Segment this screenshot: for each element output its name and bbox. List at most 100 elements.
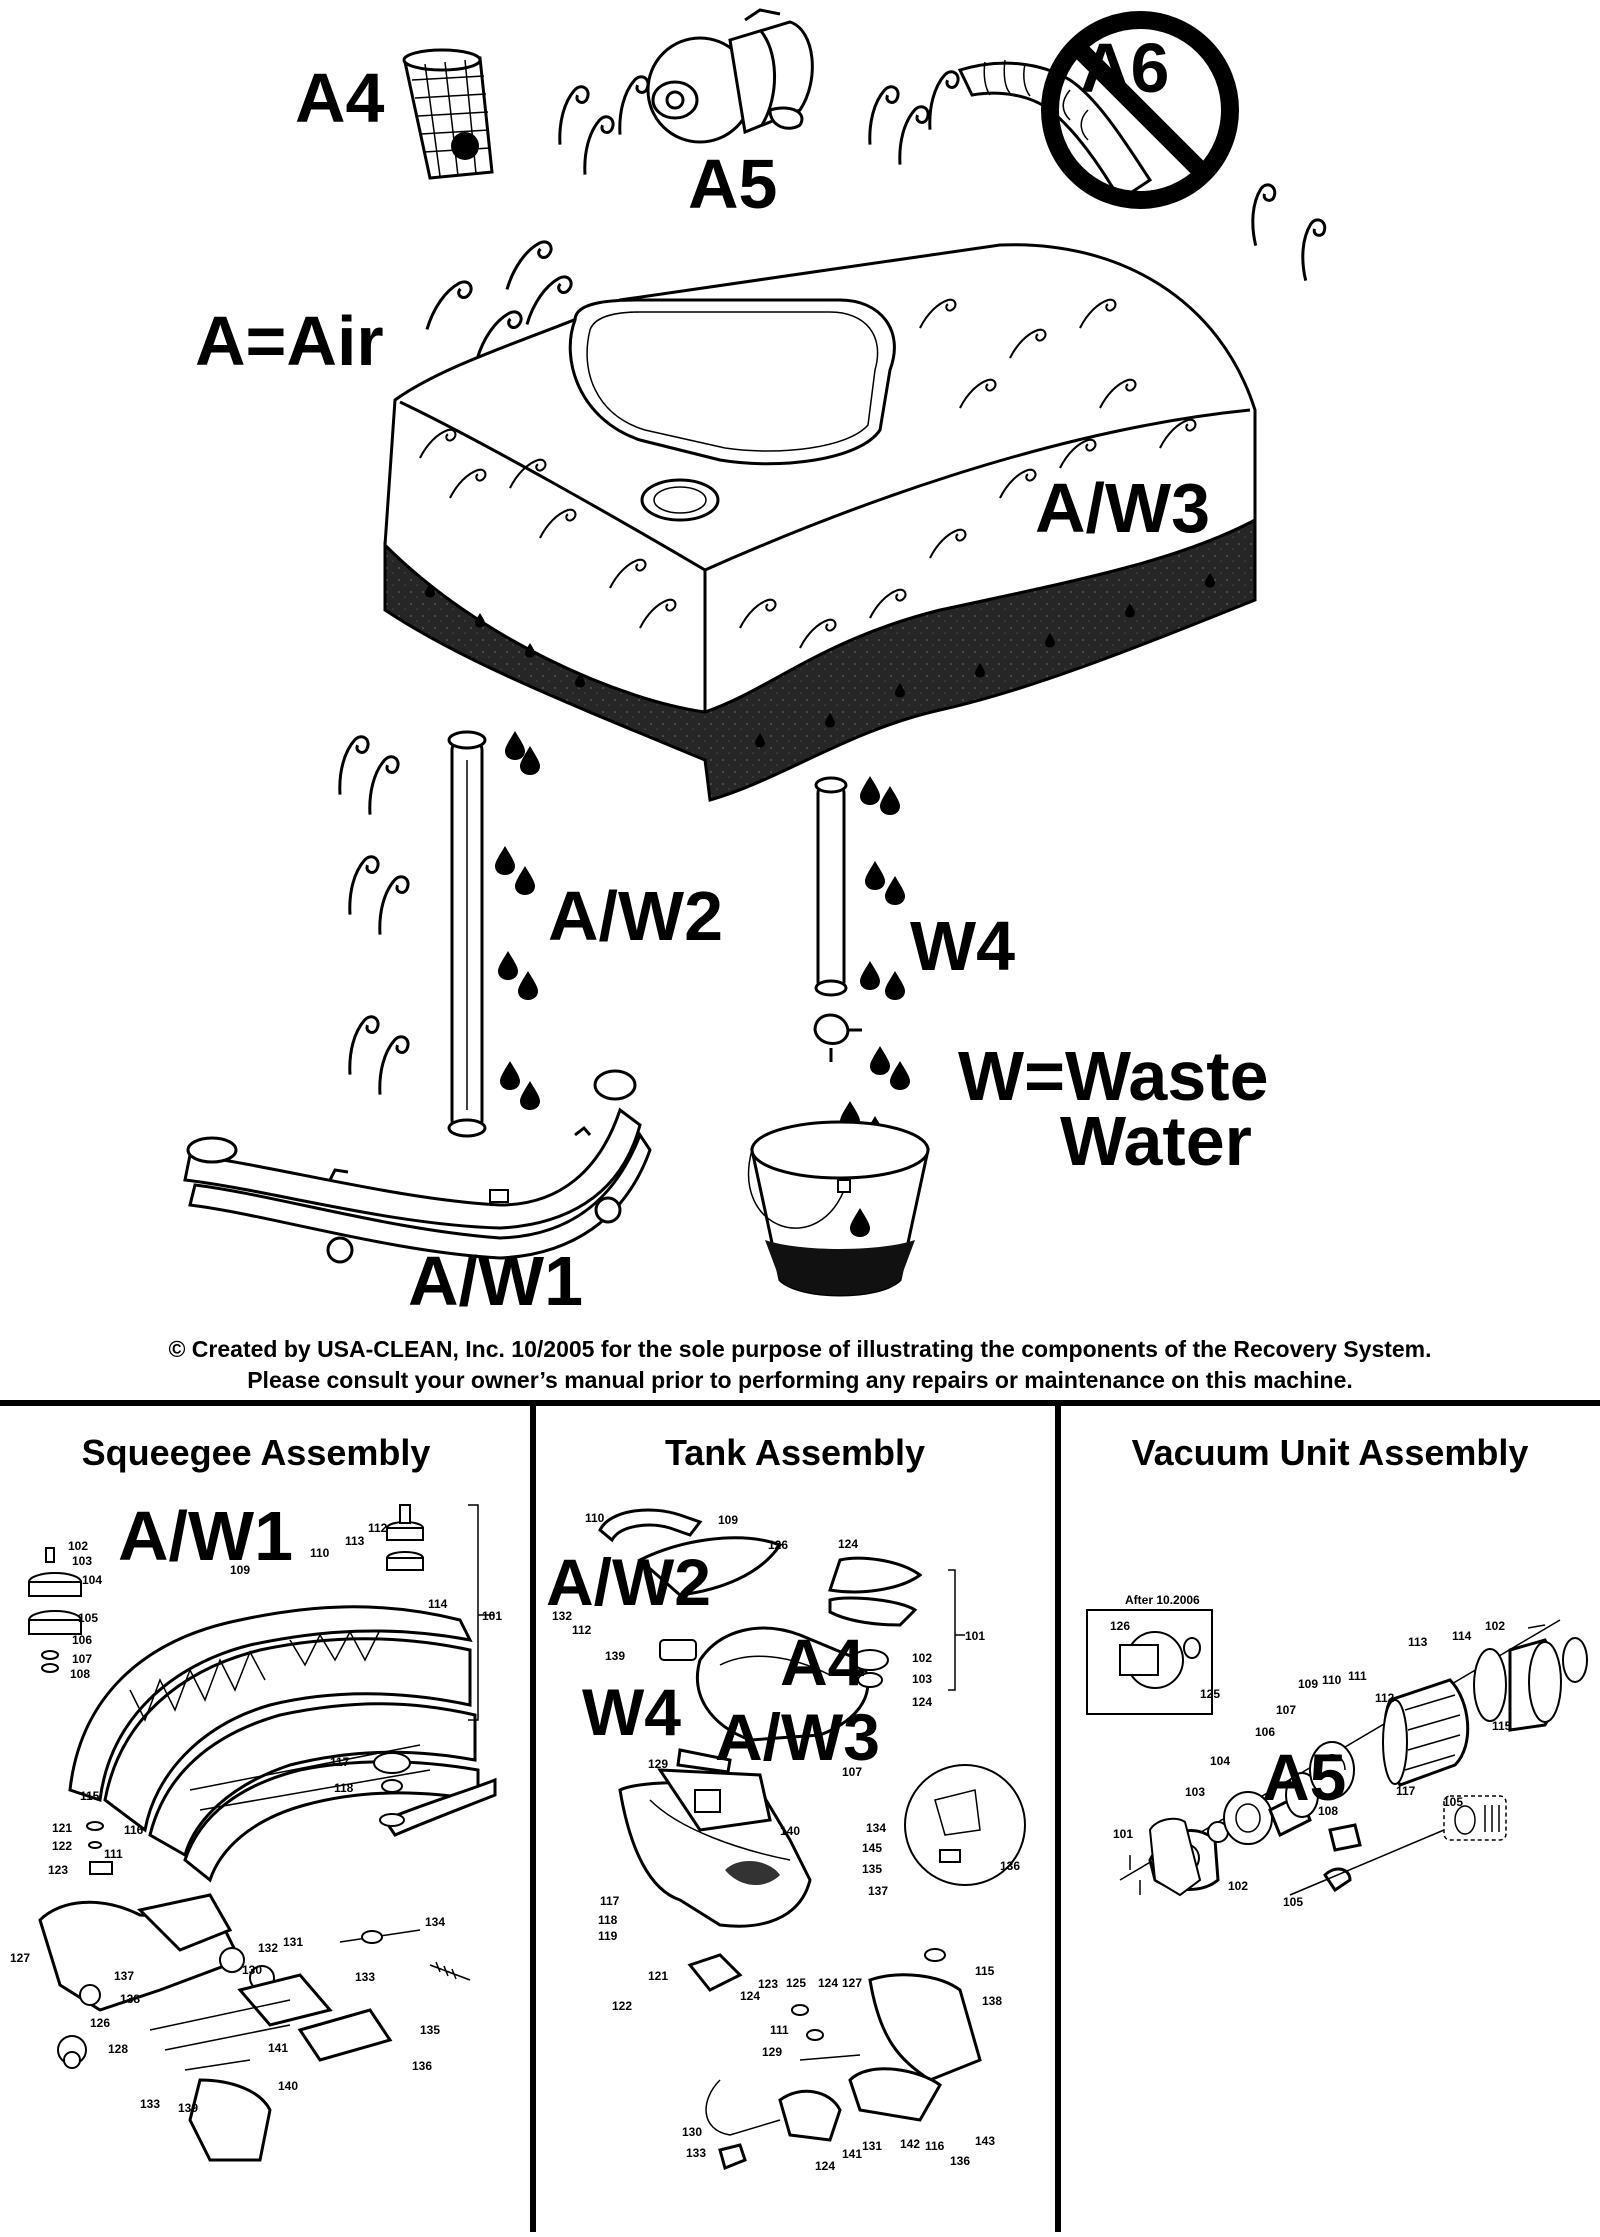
callout-127: 127 xyxy=(10,1951,30,1965)
squeegee-title: Squeegee Assembly xyxy=(82,1432,431,1473)
callout-112: 112 xyxy=(572,1623,592,1637)
label-a4: A4 xyxy=(295,59,385,137)
callout-105a: 105 xyxy=(1443,1795,1463,1809)
callout-141: 141 xyxy=(842,2147,862,2161)
callout-111: 111 xyxy=(770,2023,789,2037)
callout-129b: 129 xyxy=(762,2045,782,2059)
callout-131: 131 xyxy=(283,1935,303,1949)
callout-115: 115 xyxy=(80,1789,100,1803)
squeegee-icon xyxy=(183,1069,652,1264)
callout-105: 105 xyxy=(78,1611,98,1625)
callout-137: 137 xyxy=(868,1884,888,1898)
callout-132: 132 xyxy=(258,1941,278,1955)
callout-130: 130 xyxy=(242,1963,262,1977)
vacuum-title: Vacuum Unit Assembly xyxy=(1132,1432,1529,1473)
callout-135: 135 xyxy=(420,2023,440,2037)
vacuum-exploded-view xyxy=(1119,1619,1588,1897)
callout-106: 106 xyxy=(1255,1725,1275,1739)
callout-121: 121 xyxy=(648,1969,668,1983)
tank-assembly-panel: Tank Assembly xyxy=(546,1432,1026,2173)
callout-116: 116 xyxy=(925,2139,945,2153)
vacuum-motor-icon xyxy=(646,8,814,144)
callout-124e: 124 xyxy=(815,2159,835,2173)
callout-142: 142 xyxy=(900,2137,920,2151)
callout-101: 101 xyxy=(965,1629,985,1643)
callout-122: 122 xyxy=(52,1839,72,1853)
callout-138: 138 xyxy=(120,1992,140,2006)
callout-103: 103 xyxy=(912,1672,932,1686)
callout-111: 111 xyxy=(1348,1669,1367,1683)
callout-108: 108 xyxy=(70,1667,90,1681)
callout-134: 134 xyxy=(866,1821,886,1835)
callout-103: 103 xyxy=(72,1554,92,1568)
vacuum-overlay-a5: A5 xyxy=(1262,1740,1346,1814)
callout-107: 107 xyxy=(1276,1703,1296,1717)
copyright-line2: Please consult your owner’s manual prior… xyxy=(247,1367,1353,1393)
callout-117: 117 xyxy=(330,1755,350,1769)
callout-135: 135 xyxy=(862,1862,882,1876)
callout-106: 106 xyxy=(72,1633,92,1647)
tank-overlay-aw2: A/W2 xyxy=(546,1545,711,1619)
vacuum-inset: After 10.2006 xyxy=(1086,1593,1213,1715)
squeegee-assembly-panel: Squeegee Assembly xyxy=(10,1432,502,2162)
callout-109: 109 xyxy=(1298,1677,1318,1691)
callout-137: 137 xyxy=(114,1969,134,1983)
label-a5: A5 xyxy=(688,145,777,223)
callout-107: 107 xyxy=(842,1765,862,1779)
callout-124a: 124 xyxy=(838,1537,858,1551)
callout-127: 127 xyxy=(842,1976,862,1990)
recovery-tank-icon xyxy=(383,243,1257,802)
callout-125: 125 xyxy=(1200,1687,1220,1701)
callout-140: 140 xyxy=(780,1824,800,1838)
callout-140: 140 xyxy=(278,2079,298,2093)
inset-label: After 10.2006 xyxy=(1125,1593,1200,1607)
tank-title: Tank Assembly xyxy=(665,1432,925,1473)
callout-136b: 136 xyxy=(950,2154,970,2168)
callout-115: 115 xyxy=(1492,1719,1512,1733)
callout-133b: 133 xyxy=(355,1970,375,1984)
callout-132: 132 xyxy=(552,1609,572,1623)
callout-126: 126 xyxy=(90,2016,110,2030)
label-a6: A6 xyxy=(1080,29,1169,107)
tank-overlay-a4: A4 xyxy=(780,1625,865,1699)
callout-110: 110 xyxy=(310,1546,330,1560)
squeegee-callouts: 102 103 104 105 106 107 108 109 110 113 … xyxy=(10,1521,502,2115)
callout-109: 109 xyxy=(230,1563,250,1577)
callout-112: 112 xyxy=(1375,1691,1395,1705)
callout-131: 131 xyxy=(862,2139,882,2153)
callout-117: 117 xyxy=(1396,1784,1416,1798)
no-hose-icon xyxy=(957,11,1347,283)
callout-129a: 129 xyxy=(648,1757,668,1771)
copyright-line1: © Created by USA-CLEAN, Inc. 10/2005 for… xyxy=(168,1336,1431,1362)
tank-exploded-view xyxy=(598,1508,1026,2171)
squeegee-overlay-aw1: A/W1 xyxy=(118,1497,293,1575)
callout-125: 125 xyxy=(786,1976,806,1990)
callout-128: 128 xyxy=(108,2042,128,2056)
callout-107: 107 xyxy=(72,1652,92,1666)
filter-basket-icon xyxy=(402,48,494,180)
callout-136: 136 xyxy=(412,2059,432,2073)
squeegee-exploded-view xyxy=(28,1504,497,2162)
label-aw2: A/W2 xyxy=(548,877,723,955)
overview-labels: A4 A5 A6 A=Air A/W3 A/W2 W4 W=Waste Wate… xyxy=(195,29,1269,1320)
callout-143: 143 xyxy=(975,2134,995,2148)
callout-101: 101 xyxy=(1113,1827,1133,1841)
copyright-notice: © Created by USA-CLEAN, Inc. 10/2005 for… xyxy=(168,1336,1431,1393)
callout-133a: 133 xyxy=(140,2097,160,2111)
squeegee-hose-icon xyxy=(447,730,487,1138)
vacuum-unit-assembly-panel: Vacuum Unit Assembly After 10.2006 xyxy=(1086,1432,1588,1909)
callout-123: 123 xyxy=(758,1977,778,1991)
callout-102: 102 xyxy=(68,1539,88,1553)
label-w4: W4 xyxy=(910,907,1015,985)
callout-115: 115 xyxy=(975,1964,995,1978)
callout-136a: 136 xyxy=(1000,1859,1020,1873)
callout-102: 102 xyxy=(912,1651,932,1665)
callout-112: 112 xyxy=(368,1521,388,1535)
callout-111: 111 xyxy=(104,1847,123,1861)
tank-callouts: 110 109 126 124 132 112 139 102 103 124 … xyxy=(552,1511,1020,2173)
callout-110: 110 xyxy=(585,1511,605,1525)
callout-109: 109 xyxy=(718,1513,738,1527)
waste-bucket-icon xyxy=(747,1120,930,1297)
water-drops-aw2 xyxy=(495,731,540,1110)
callout-119: 119 xyxy=(598,1929,618,1943)
